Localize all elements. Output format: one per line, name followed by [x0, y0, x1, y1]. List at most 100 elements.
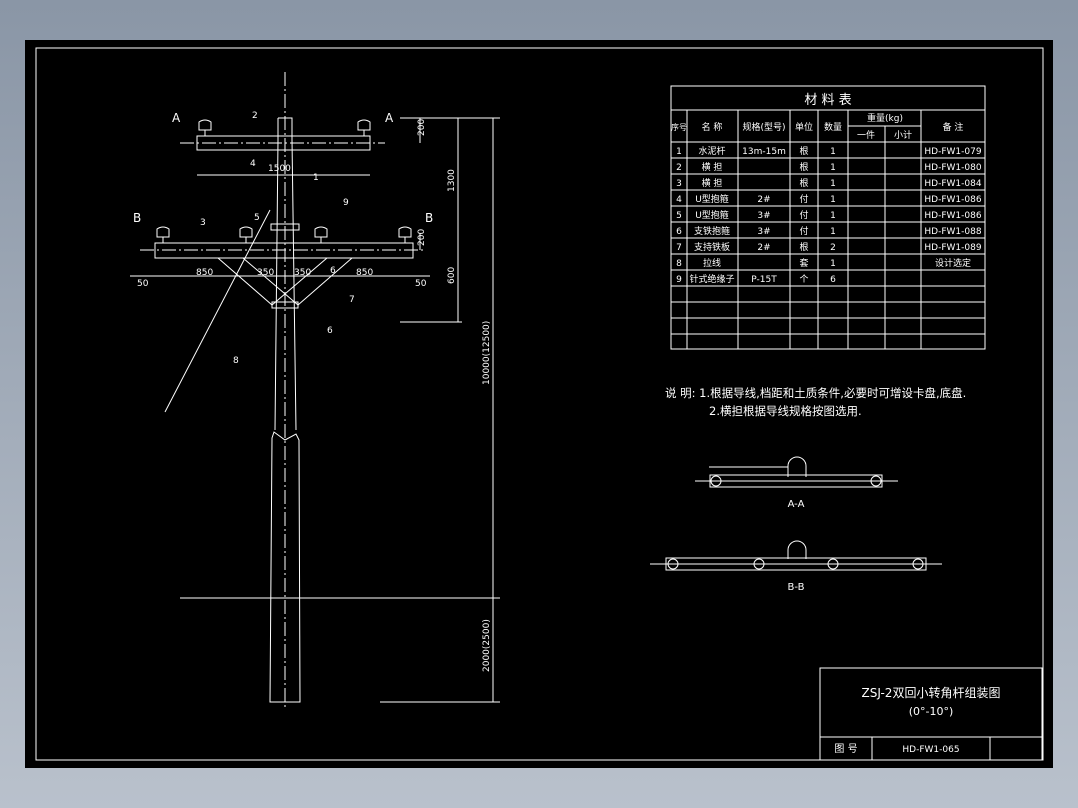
part-label-7: 7 — [349, 295, 355, 305]
section-mark-a-left: A — [172, 111, 181, 125]
note-line-2: 2.横担根据导线规格按图选用. — [709, 404, 862, 418]
cad-drawing-sheet: 1500 850 350 350 850 50 50 200 200 1300 … — [25, 40, 1053, 768]
cell-qty: 6 — [830, 275, 836, 285]
part-label-3: 3 — [200, 218, 206, 228]
cell-name: 针式绝缘子 — [689, 273, 734, 285]
drawing-no-label: 图 号 — [834, 743, 857, 755]
title-block: ZSJ-2双回小转角杆组装图 (0°-10°) 图 号 HD-FW1-065 — [819, 667, 1043, 761]
cell-unit: 根 — [799, 241, 808, 253]
cell-name: U型抱箍 — [695, 193, 729, 205]
cell-remark: HD-FW1-086 — [924, 195, 981, 205]
section-label-a-a: A-A — [788, 499, 805, 510]
cell-remark: HD-FW1-089 — [924, 243, 981, 253]
table-title: 材 料 表 — [804, 93, 851, 108]
cell-qty: 1 — [830, 211, 836, 221]
dim-850-right: 850 — [356, 268, 373, 278]
cell-qty: 1 — [830, 163, 836, 173]
cell-no: 8 — [676, 259, 682, 269]
insulator-icon — [198, 119, 371, 136]
concrete-pole-lower — [269, 431, 301, 703]
cell-remark: HD-FW1-079 — [924, 147, 981, 157]
dim-350-left: 350 — [257, 268, 274, 278]
cell-qty: 2 — [830, 243, 836, 253]
dim-200-lower: 200 — [417, 229, 427, 246]
notes: 说 明: 1.根据导线,档距和土质条件,必要时可增设卡盘,底盘. 2.横担根据导… — [665, 386, 966, 418]
cell-name: 横 担 — [702, 177, 723, 189]
dim-1500: 1500 — [268, 164, 291, 174]
cell-no: 6 — [676, 227, 682, 237]
dim-50-right: 50 — [415, 279, 427, 289]
dim-600: 600 — [447, 267, 457, 284]
cell-no: 1 — [676, 147, 682, 157]
cell-name: 水泥杆 — [698, 145, 725, 157]
cell-no: 3 — [676, 179, 682, 189]
insulator-icon — [156, 226, 412, 243]
section-a-a — [695, 456, 898, 488]
concrete-pole-upper — [274, 117, 297, 431]
part-label-6b: 6 — [330, 266, 336, 276]
cell-remark: HD-FW1-080 — [924, 163, 981, 173]
cell-unit: 根 — [799, 145, 808, 157]
cell-remark: 设计选定 — [935, 257, 971, 269]
part-label-1: 1 — [313, 173, 319, 183]
header-spec: 规格(型号) — [742, 121, 785, 133]
cell-spec: 2# — [757, 243, 770, 253]
cell-spec: 3# — [757, 227, 770, 237]
cell-spec: 2# — [757, 195, 770, 205]
brace-straps — [217, 257, 353, 306]
header-qty: 数量 — [824, 121, 842, 133]
drawing-canvas: 1500 850 350 350 850 50 50 200 200 1300 … — [35, 47, 1044, 761]
dimension-labels: 1500 850 350 350 850 50 50 200 200 1300 … — [137, 119, 492, 672]
cell-no: 7 — [676, 243, 682, 253]
dim-350-right: 350 — [294, 268, 311, 278]
cell-name: 横 担 — [702, 161, 723, 173]
dim-1300: 1300 — [447, 169, 457, 192]
cell-remark: HD-FW1-084 — [924, 179, 981, 189]
dim-50-left: 50 — [137, 279, 149, 289]
section-marks: A A B B — [133, 111, 433, 225]
cell-unit: 付 — [799, 194, 808, 205]
cell-qty: 1 — [830, 227, 836, 237]
header-weight: 重量(kg) — [867, 112, 903, 124]
drawing-no: HD-FW1-065 — [902, 745, 959, 755]
cell-name: U型抱箍 — [695, 209, 729, 221]
cell-unit: 根 — [799, 161, 808, 173]
dim-850-left: 850 — [196, 268, 213, 278]
drawing-subtitle: (0°-10°) — [909, 705, 954, 718]
cell-no: 4 — [676, 195, 682, 205]
section-mark-b-left: B — [133, 211, 141, 225]
cell-unit: 付 — [799, 226, 808, 237]
header-weight-sub: 小计 — [894, 129, 912, 141]
cell-unit: 根 — [799, 177, 808, 189]
cell-no: 9 — [676, 275, 682, 285]
cell-name: 拉线 — [703, 257, 721, 269]
dim-200-top: 200 — [417, 119, 427, 136]
header-unit: 单位 — [795, 121, 813, 133]
section-label-b-b: B-B — [788, 582, 805, 593]
part-labels: 1 2 3 4 5 6 6 7 8 9 — [200, 111, 355, 366]
part-label-6: 6 — [327, 326, 333, 336]
part-label-9: 9 — [343, 198, 349, 208]
cell-remark: HD-FW1-086 — [924, 211, 981, 221]
cell-name: 支持铁板 — [694, 241, 730, 253]
cell-unit: 个 — [799, 274, 808, 285]
cell-no: 5 — [676, 211, 682, 221]
section-b-b — [650, 540, 942, 571]
header-no: 序号 — [671, 122, 687, 132]
table-grid — [671, 109, 985, 349]
part-label-2: 2 — [252, 111, 258, 121]
section-mark-a-right: A — [385, 111, 394, 125]
drawing-title: ZSJ-2双回小转角杆组装图 — [862, 685, 1001, 700]
cell-qty: 1 — [830, 147, 836, 157]
cell-qty: 1 — [830, 195, 836, 205]
material-table: 材 料 表 序号 名 称 规格(型号) 单位 数量 重量(kg) 一件 小计 备… — [670, 85, 986, 350]
cell-spec: P-15T — [751, 275, 777, 285]
pole-elevation — [130, 72, 500, 708]
part-label-8: 8 — [233, 356, 239, 366]
drawing-frame — [35, 47, 1044, 761]
cell-spec: 13m-15m — [742, 147, 786, 157]
header-weight-each: 一件 — [857, 129, 875, 141]
cell-no: 2 — [676, 163, 682, 173]
cell-name: 支铁抱箍 — [694, 225, 730, 237]
header-remark: 备 注 — [943, 121, 964, 133]
